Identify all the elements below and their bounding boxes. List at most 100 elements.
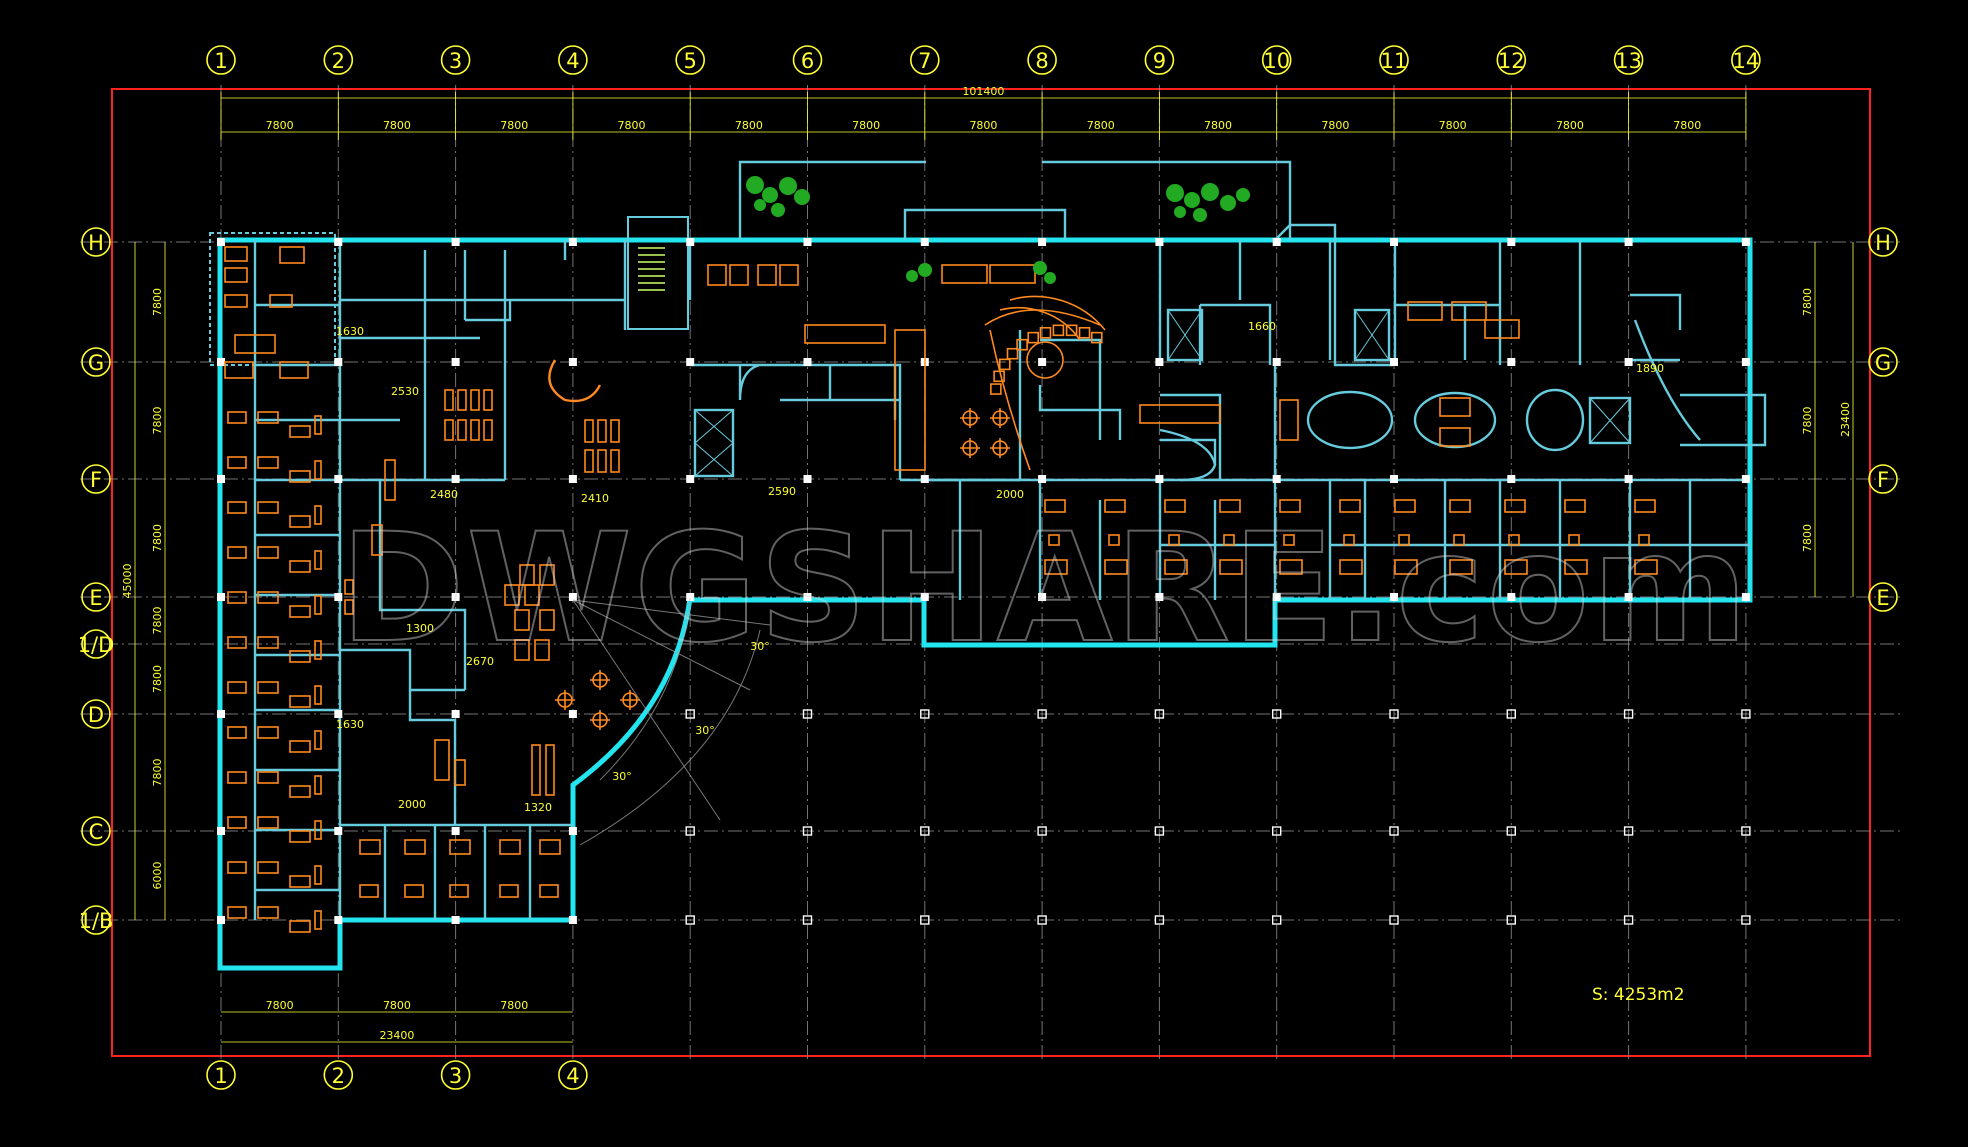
column: [568, 358, 577, 366]
chair: [1090, 331, 1103, 344]
curved-table: [1009, 295, 1106, 331]
column: [1624, 238, 1633, 246]
chairs: [990, 438, 1010, 458]
axis-bubble-right: H: [1868, 227, 1898, 257]
desk: [1279, 499, 1301, 513]
dim-bay-top: 7800: [1087, 119, 1115, 132]
dim-bay-top: 7800: [1439, 119, 1467, 132]
desk: [227, 636, 247, 649]
desk: [1219, 559, 1243, 575]
column: [1390, 475, 1398, 483]
room-dim-label: 1660: [1248, 320, 1276, 333]
axis-bubble-top-label: 5: [684, 49, 697, 73]
axis-bubble-top: 1: [206, 45, 236, 75]
north-entrance-canopy: [903, 208, 1067, 240]
desk: [227, 591, 247, 604]
chair: [993, 370, 1005, 383]
chair: [1065, 324, 1078, 337]
desk: [227, 546, 247, 559]
desk: [257, 771, 279, 784]
column: [1272, 593, 1281, 601]
room-dim-label: 2670: [466, 655, 494, 668]
chair: [1027, 331, 1040, 344]
grid-node: [802, 826, 813, 836]
desk: [1634, 499, 1656, 513]
desk: [289, 695, 311, 708]
cabinet: [314, 775, 322, 795]
column: [334, 475, 343, 483]
axis-bubble-top-circle: [440, 45, 471, 75]
dim-right-bay: 7800: [1801, 288, 1814, 316]
chair: [1006, 347, 1019, 360]
axis-bubble-top-label: 6: [801, 49, 814, 73]
column: [451, 827, 460, 835]
chair: [1343, 534, 1355, 546]
grid-node: [1389, 709, 1399, 719]
chairs: [590, 710, 610, 730]
column: [217, 916, 225, 924]
axis-bubble-left-label: C: [89, 820, 104, 844]
grid-node: [802, 709, 813, 719]
grid-node: [1741, 915, 1751, 925]
column: [1741, 358, 1750, 366]
dim-bay-top: 7800: [735, 119, 763, 132]
column: [686, 238, 695, 246]
column: [1038, 593, 1047, 601]
axis-bubble-top: 5: [675, 45, 706, 75]
axis-bubble-top-label: 7: [918, 49, 931, 73]
desk: [227, 816, 247, 829]
grid-node: [1741, 826, 1751, 836]
grid-node: [1154, 915, 1165, 925]
desk: [227, 861, 247, 874]
cabinet: [314, 685, 322, 705]
room-dim-label: 2000: [398, 798, 426, 811]
room-dim-label: 1630: [336, 325, 364, 338]
dim-bay-top: 7800: [266, 119, 294, 132]
axis-bubble-bottom: 2: [323, 1060, 354, 1090]
dim-bay-top: 7800: [852, 119, 880, 132]
column: [334, 593, 343, 601]
desk: [1219, 499, 1241, 513]
axis-bubble-left-label: 1/D: [78, 633, 115, 657]
axis-bubble-left: 1/B: [79, 905, 113, 935]
column: [334, 827, 343, 835]
axis-bubble-top-circle: [1144, 45, 1175, 75]
desk: [227, 906, 247, 919]
axis-bubble-bottom: 4: [558, 1060, 588, 1090]
column: [1038, 358, 1047, 366]
column: [1390, 358, 1398, 366]
chair: [1168, 534, 1180, 546]
north-terrace-wall-1: [738, 160, 926, 240]
dim-bay-top: 7800: [383, 119, 411, 132]
column: [334, 238, 343, 246]
column: [1741, 238, 1750, 246]
dim-left-bay: 7800: [151, 607, 164, 635]
column: [1272, 475, 1281, 483]
column: [686, 358, 695, 366]
desk: [289, 470, 311, 483]
column: [803, 358, 812, 366]
axis-bubble-bottom-label: 4: [566, 1064, 579, 1088]
column: [334, 916, 343, 924]
column: [217, 238, 225, 246]
desk: [499, 839, 521, 855]
axis-bubble-top: 6: [792, 45, 823, 75]
grid-node: [1389, 826, 1399, 836]
grid-node: [920, 826, 930, 836]
desk: [257, 501, 279, 514]
desk: [257, 456, 279, 469]
desk: [289, 920, 311, 933]
column: [451, 238, 460, 246]
axis-bubble-top-label: 3: [449, 49, 462, 73]
axis-bubble-top-label: 8: [1035, 49, 1048, 73]
grid-node: [1623, 915, 1634, 925]
column: [217, 358, 225, 366]
column: [451, 593, 460, 601]
dim-bay-top: 7800: [1556, 119, 1584, 132]
desk: [227, 771, 247, 784]
dim-left-total: 45000: [121, 564, 134, 599]
dim-left-bay: 7800: [151, 759, 164, 787]
desk: [227, 456, 247, 469]
axis-bubble-bottom: 3: [440, 1060, 471, 1090]
